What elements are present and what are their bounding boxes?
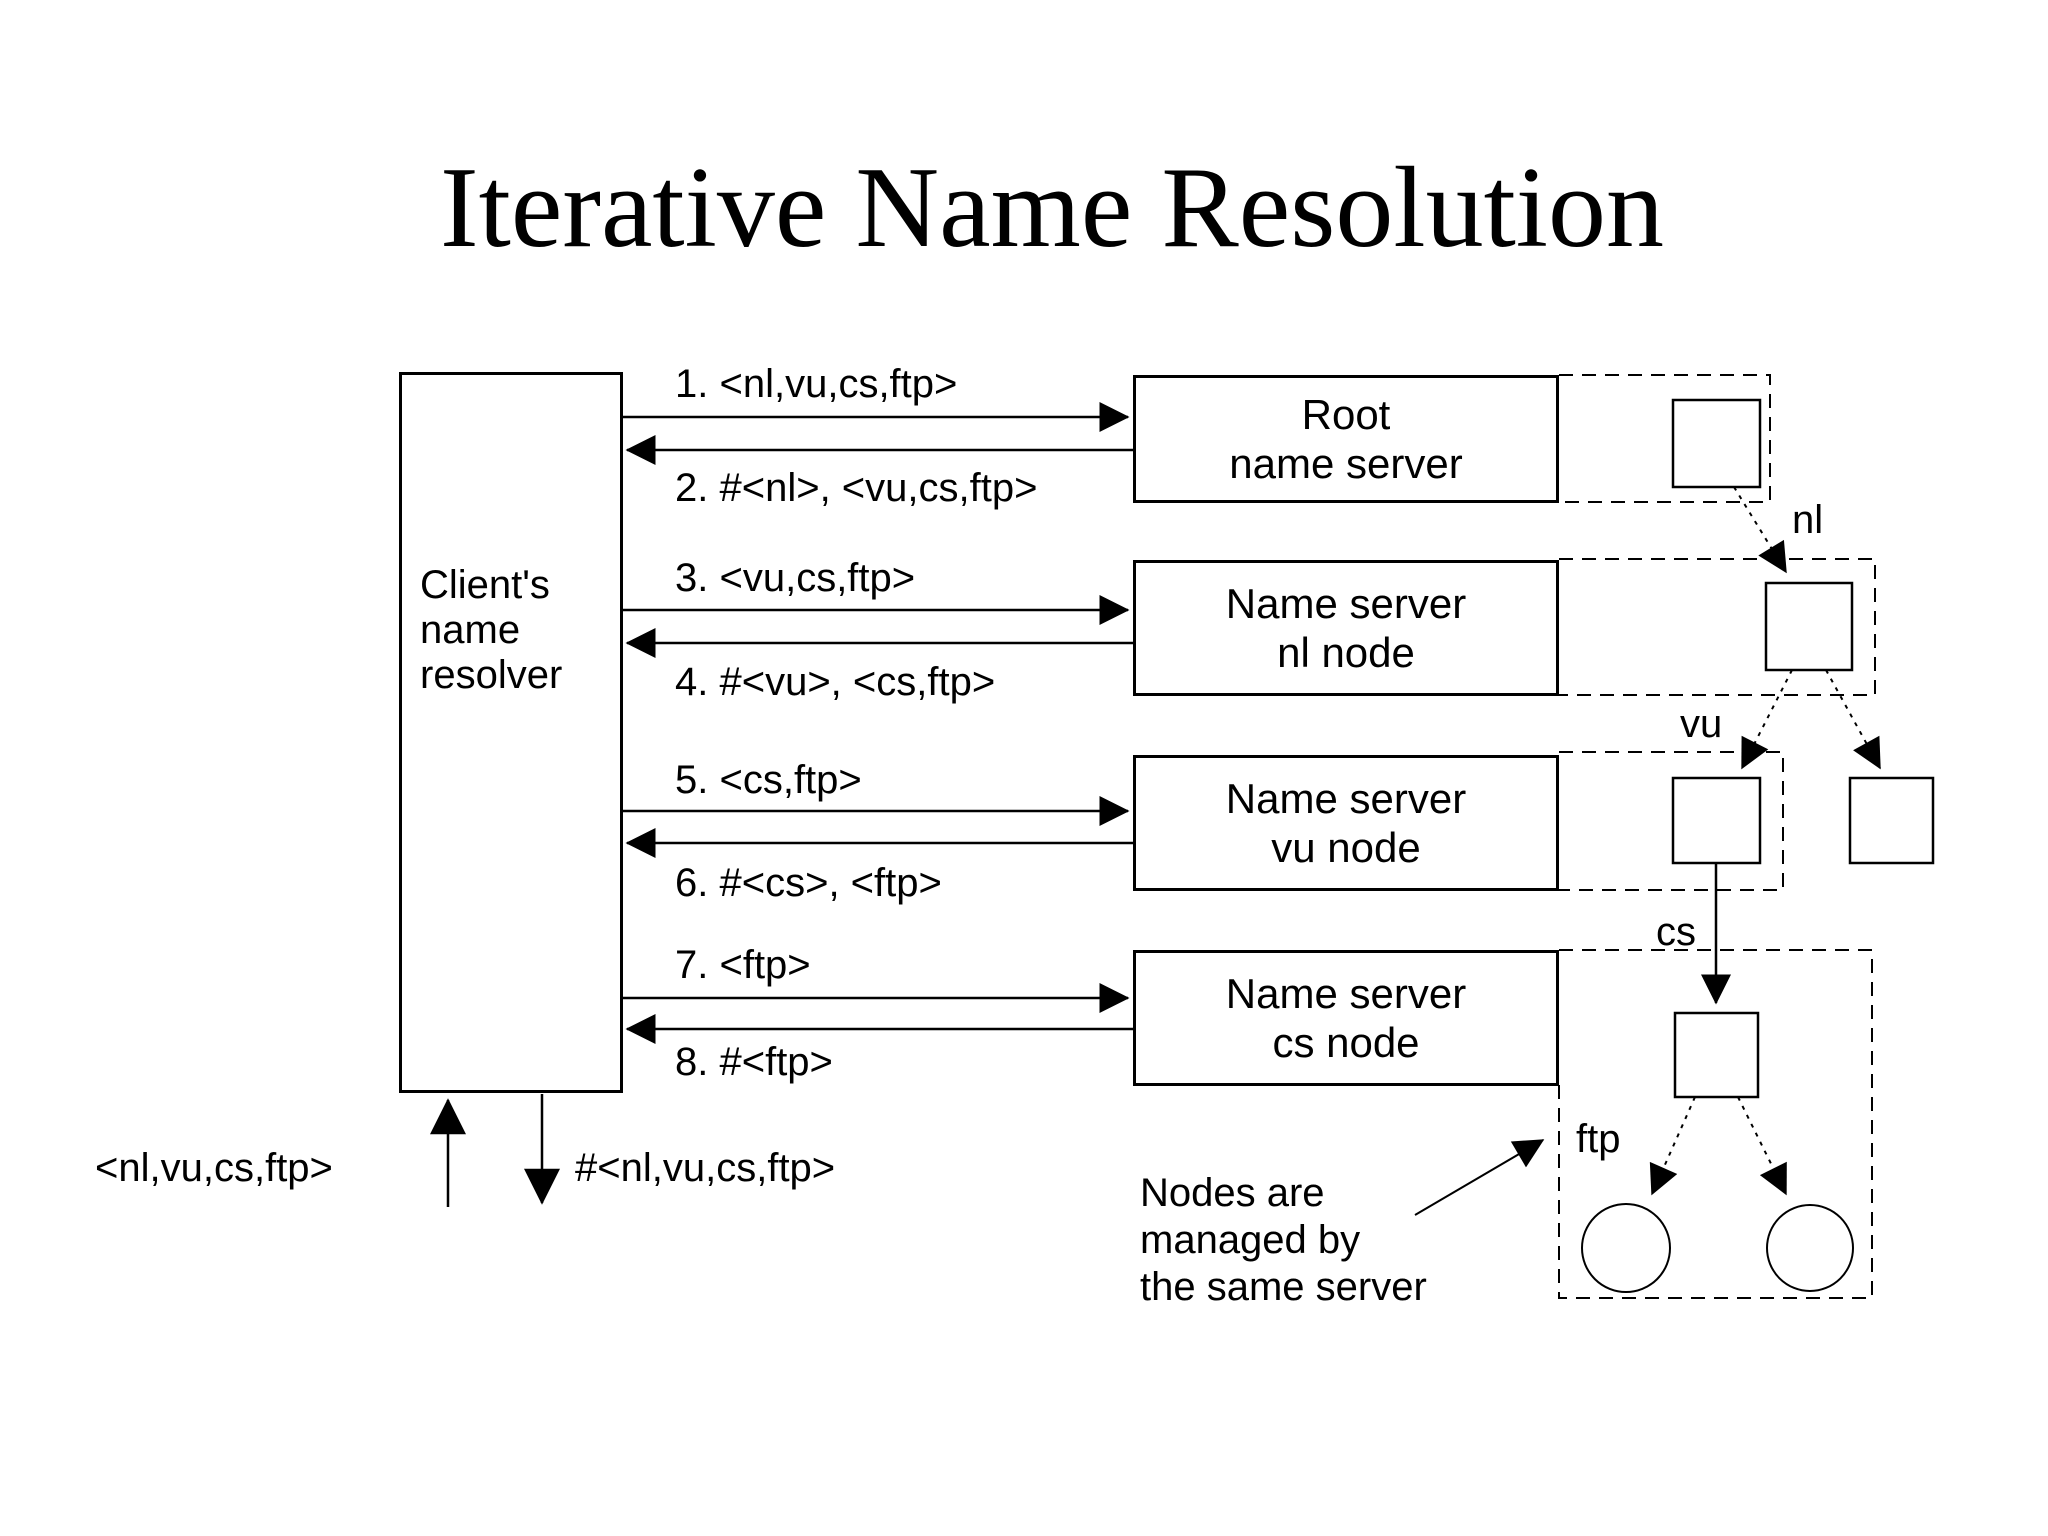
message-label-5: 5. <cs,ftp> [675, 758, 862, 802]
cs-zone-outline [1558, 949, 1873, 1299]
server-label-vu: Name server vu node [1225, 775, 1467, 871]
root-zone-outline [1559, 374, 1771, 503]
message-label-1: 1. <nl,vu,cs,ftp> [675, 362, 958, 406]
message-label-2: 2. #<nl>, <vu,cs,ftp> [675, 466, 1038, 510]
annotation-text: Nodes are managed by the same server [1140, 1171, 1427, 1309]
message-label-6: 6. #<cs>, <ftp> [675, 861, 942, 905]
edge-root-to-nl [1733, 486, 1787, 574]
slide-title: Iterative Name Resolution [439, 144, 1665, 272]
server-label-cs: Name server cs node [1225, 970, 1467, 1066]
tree-label-ftp: ftp [1576, 1117, 1621, 1161]
edge-nl-to-sibling [1825, 669, 1881, 770]
server-label-root: Root name server [1229, 391, 1463, 487]
tree-node-sibling [1848, 776, 1935, 865]
tree-leaf-left [1581, 1203, 1671, 1293]
server-box-root: Root name server [1133, 375, 1559, 503]
client-resolver-box: Client's name resolver [399, 372, 623, 1093]
tree-label-nl: nl [1792, 498, 1824, 542]
message-label-3: 3. <vu,cs,ftp> [675, 556, 916, 600]
client-resolver-label: Client's name resolver [420, 563, 563, 697]
message-label-8: 8. #<ftp> [675, 1040, 833, 1084]
tree-node-vu [1671, 776, 1762, 865]
tree-leaf-right [1766, 1204, 1854, 1292]
tree-node-nl [1764, 581, 1854, 672]
nl-zone-outline [1559, 558, 1876, 696]
edge-cs-to-left-leaf [1649, 1096, 1696, 1196]
tree-node-root [1671, 398, 1762, 489]
client-response-label: #<nl,vu,cs,ftp> [575, 1146, 836, 1190]
message-label-7: 7. <ftp> [675, 943, 811, 987]
server-label-nl: Name server nl node [1225, 580, 1467, 676]
message-label-4: 4. #<vu>, <cs,ftp> [675, 660, 996, 704]
server-box-nl: Name server nl node [1133, 560, 1559, 696]
edge-cs-to-right-leaf [1737, 1096, 1787, 1196]
tree-label-cs: cs [1656, 910, 1696, 954]
server-box-vu: Name server vu node [1133, 755, 1559, 891]
vu-zone-outline [1559, 751, 1784, 891]
client-request-label: <nl,vu,cs,ftp> [95, 1146, 333, 1190]
edge-nl-to-vu [1741, 669, 1793, 770]
tree-label-vu: vu [1680, 702, 1723, 746]
tree-node-cs [1673, 1011, 1760, 1099]
server-box-cs: Name server cs node [1133, 950, 1559, 1086]
annotation-pointer-arrow [1414, 1139, 1545, 1216]
